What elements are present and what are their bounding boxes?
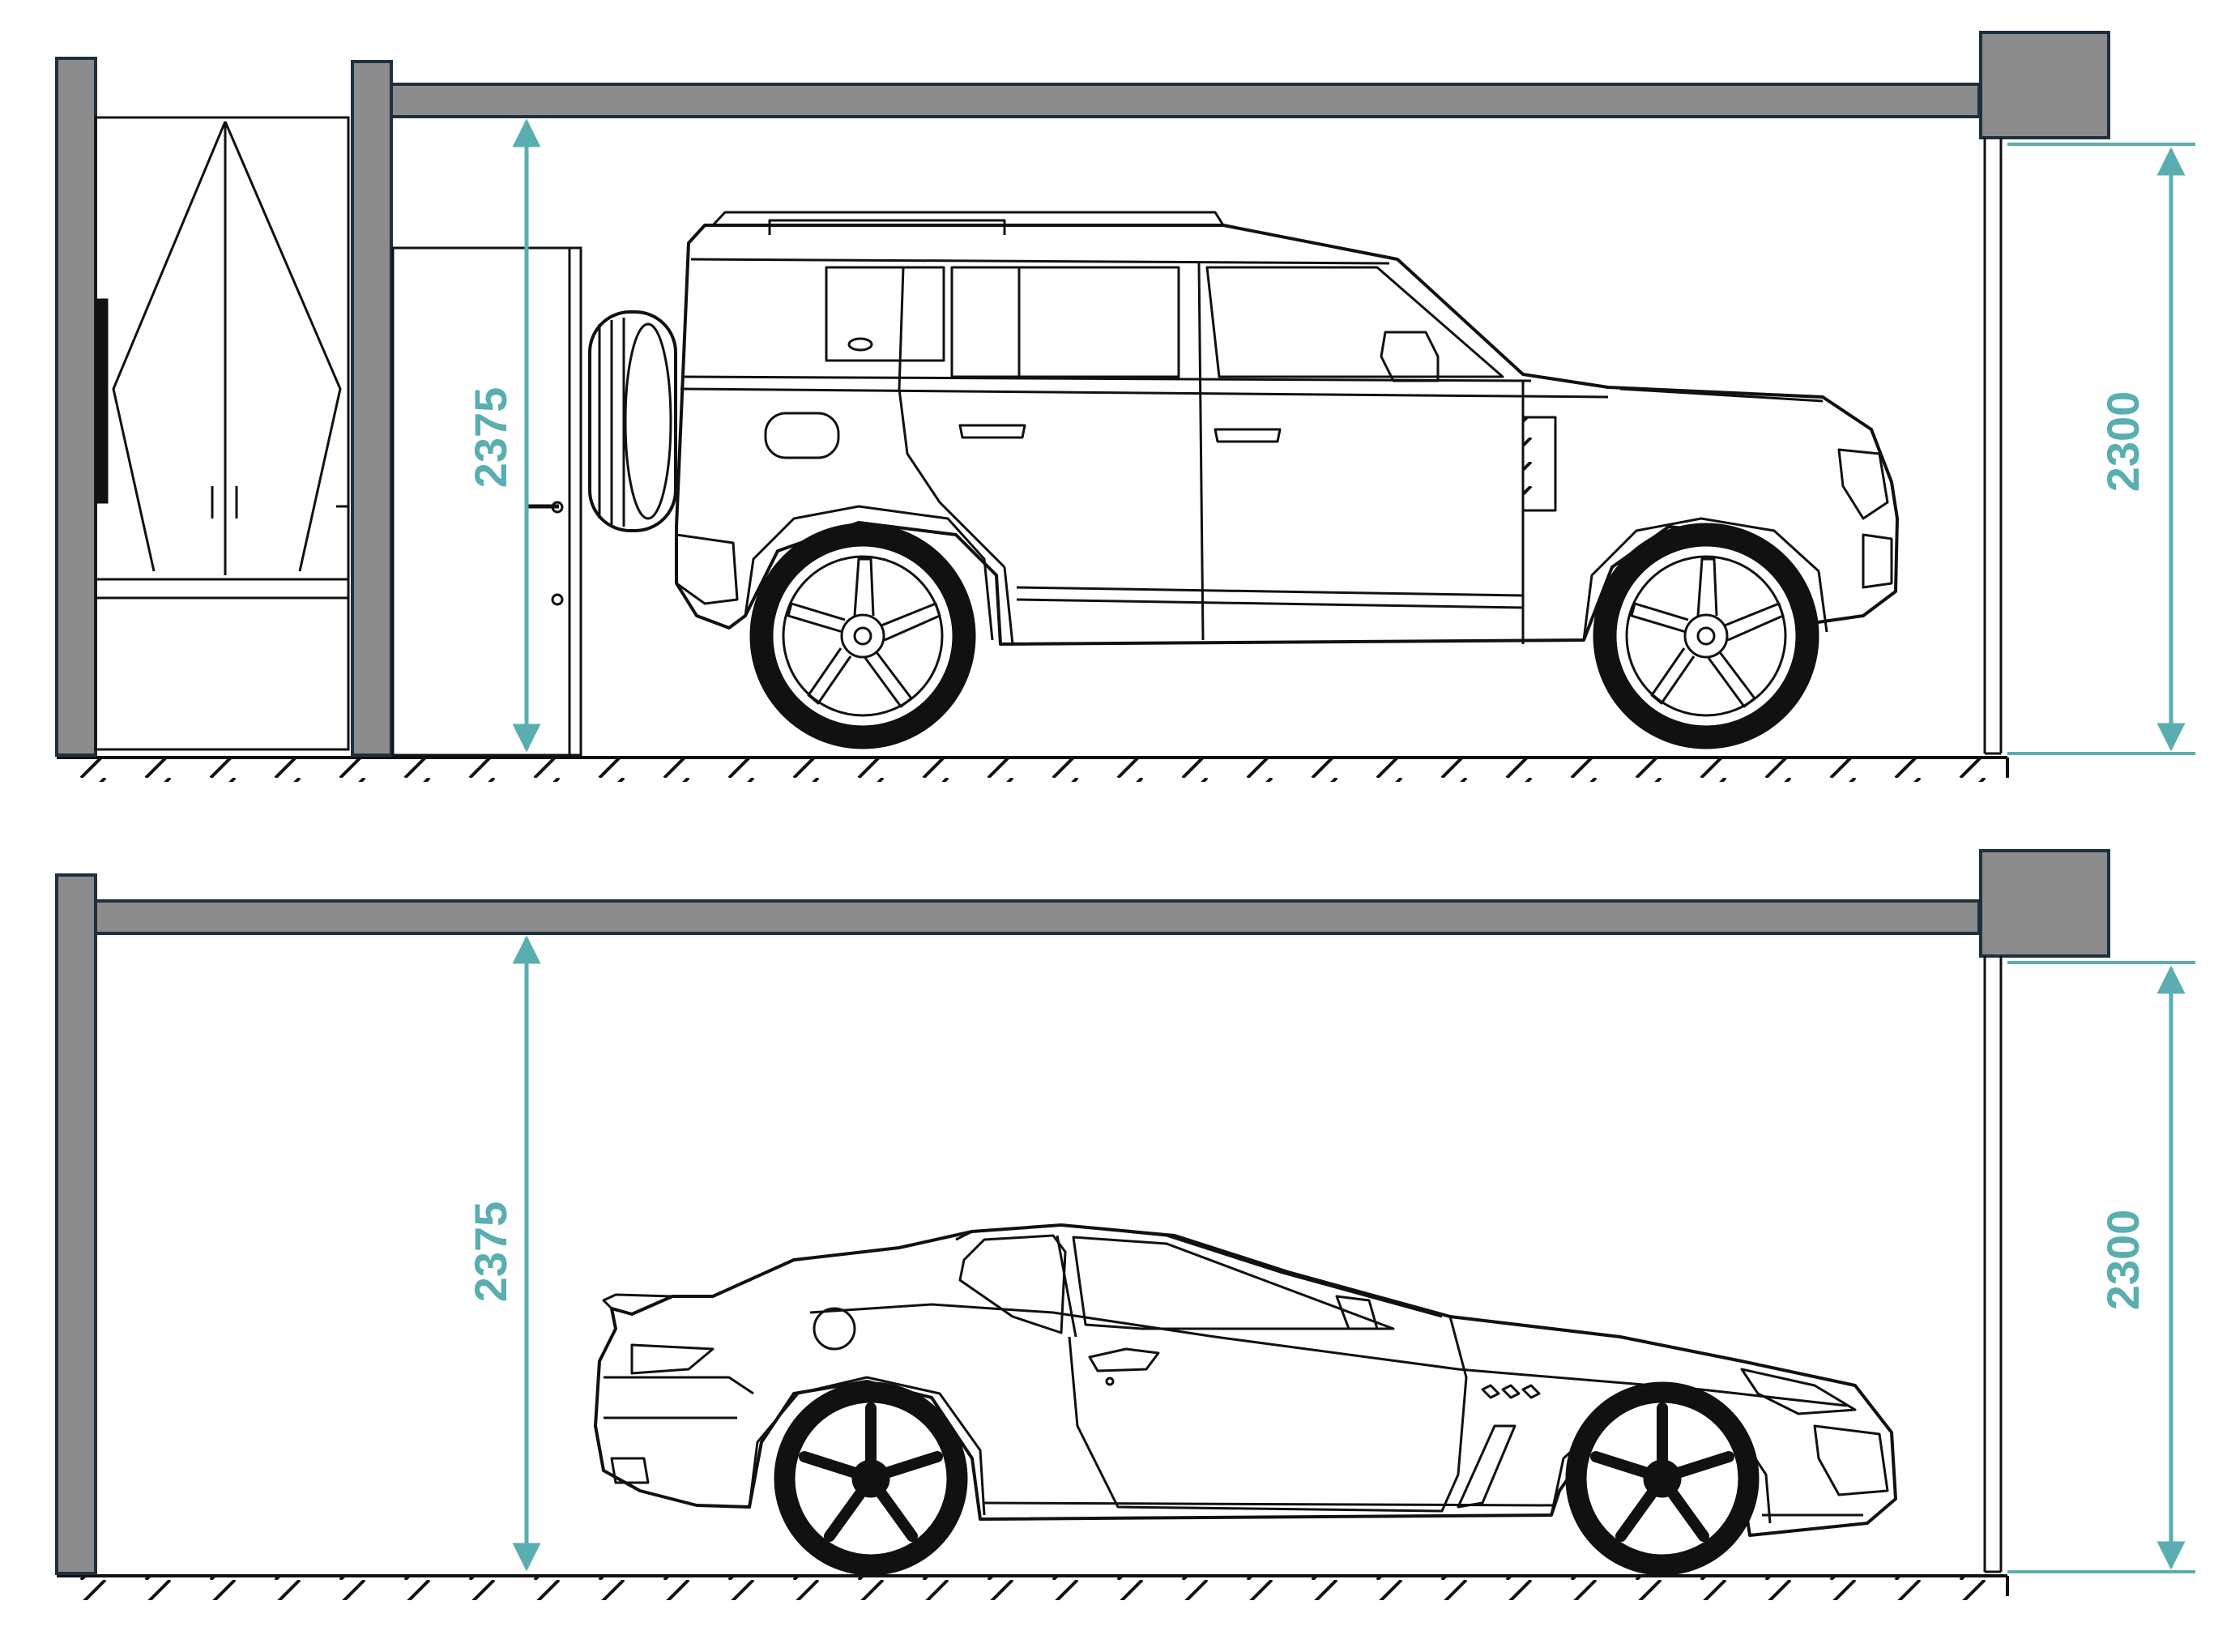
ceiling-height-label-top: 2375: [465, 387, 516, 489]
wardrobe: [94, 116, 350, 751]
left-wall-top: [55, 57, 97, 757]
panel-top: 2375 2300: [55, 31, 2195, 782]
coupe-drawing: [594, 1223, 1897, 1576]
ceiling-height-label-bottom: 2375: [465, 1202, 516, 1303]
beam-height-dimension-bottom: 2300: [2007, 961, 2195, 1573]
header-block-bottom: [1979, 849, 2110, 958]
coupe-front-wheel: [1565, 1381, 1760, 1576]
beam-height-label-top: 2300: [2097, 391, 2148, 493]
floor-bottom: [57, 1574, 2009, 1600]
ceiling-height-dimension-bottom: 2375: [465, 935, 541, 1572]
ceiling-beam-top: [390, 83, 1981, 118]
suv-drawing: [588, 211, 1899, 749]
suv-rear-wheel: [749, 523, 976, 749]
door: [391, 246, 582, 757]
left-wall-bottom: [55, 873, 97, 1575]
ceiling-height-dimension-top: 2375: [465, 118, 541, 753]
floor-top: [57, 756, 2009, 782]
beam-height-label-bottom: 2300: [2097, 1210, 2148, 1311]
suv-front-wheel: [1593, 523, 1819, 749]
header-block-top: [1979, 31, 2110, 139]
partition-wall: [351, 60, 393, 757]
ceiling-beam-bottom: [94, 899, 1981, 935]
panel-bottom: 2375 2300: [55, 849, 2195, 1600]
beam-height-dimension-top: 2300: [2007, 143, 2195, 755]
coupe-rear-wheel: [774, 1381, 968, 1576]
